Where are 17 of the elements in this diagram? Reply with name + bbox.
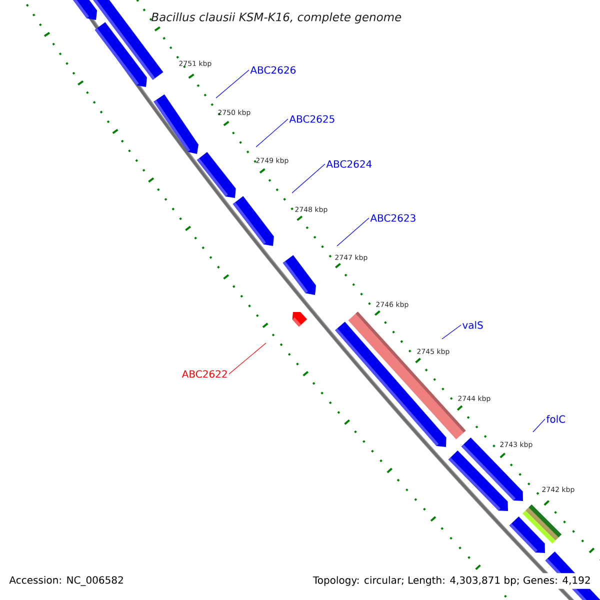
leader-line <box>256 118 288 148</box>
gene-label: ABC2624 <box>326 160 372 168</box>
leader-line <box>292 164 326 194</box>
accession-text: Accession: NC_006582 <box>9 576 123 586</box>
leader-line <box>442 324 462 340</box>
gene-label: ABC2626 <box>250 66 296 74</box>
leader-line <box>216 70 250 98</box>
gene-label: folC <box>546 415 566 423</box>
leader-line <box>532 418 546 432</box>
gene-label: ABC2625 <box>289 115 334 123</box>
leader-line <box>228 342 266 374</box>
gene-label: valS <box>462 321 483 329</box>
genome-stats-text: Topology: circular; Length: 4,303,871 bp; Genes: 4,192 <box>310 573 594 589</box>
leader-line <box>336 218 370 246</box>
map-title: Bacillus clausii KSM-K16, complete genome <box>152 12 402 24</box>
gene-label: ABC2622 <box>182 370 227 378</box>
gene-label: ABC2623 <box>370 214 416 222</box>
